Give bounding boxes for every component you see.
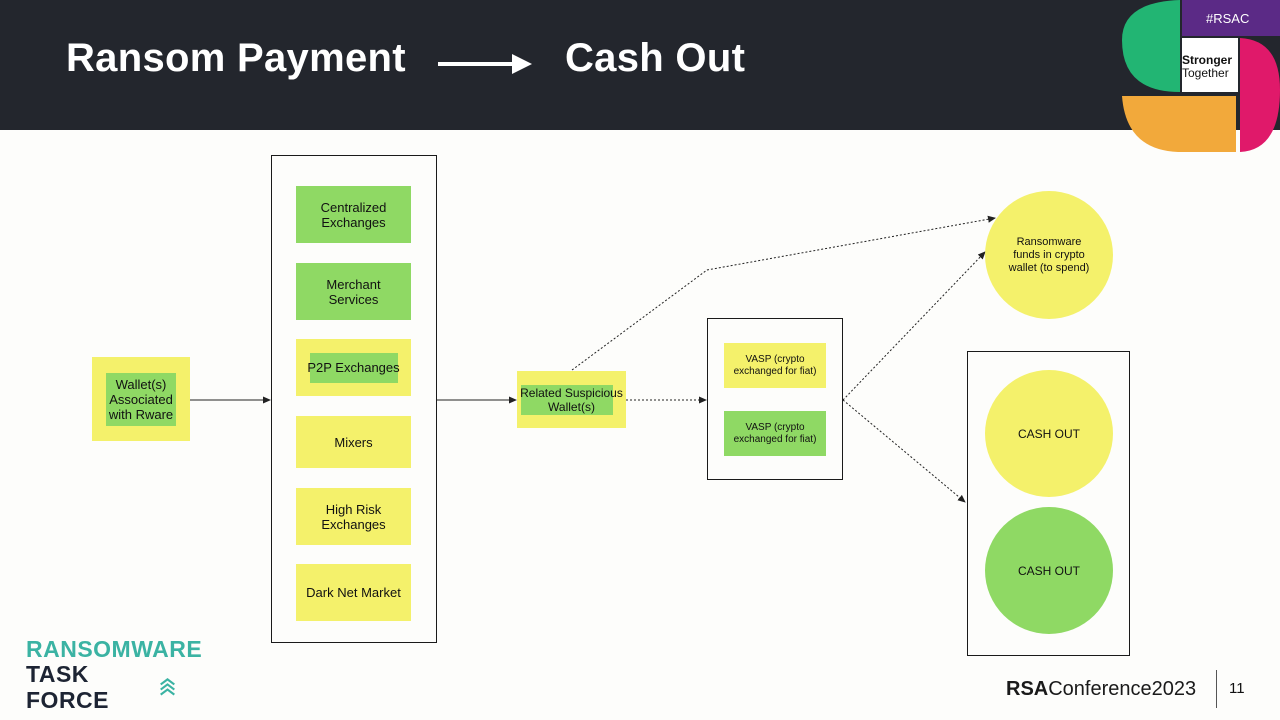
page-number-divider	[1216, 670, 1217, 708]
service-p2p-exchanges: P2P Exchanges	[296, 339, 411, 396]
cash-out-label: CASH OUT	[1017, 426, 1080, 441]
service-label: Mixers	[334, 434, 373, 450]
edge-related-to-funds	[571, 215, 996, 371]
service-label: P2P Exchanges	[307, 360, 400, 375]
brand-hashtag: #RSAC	[1206, 11, 1249, 26]
rsa-conference-logo: RSAConference2023	[1006, 678, 1196, 701]
service-high-risk-exchanges: High Risk Exchanges	[296, 488, 411, 545]
service-label: Centralized Exchanges	[320, 199, 387, 230]
slide-title-right: Cash Out	[565, 36, 746, 80]
p2p-highlight	[310, 353, 398, 383]
cash-out-label: CASH OUT	[1017, 563, 1080, 578]
ransomware-funds-label: Ransomware funds in crypto wallet (to sp…	[1008, 235, 1090, 274]
cashout-frame	[967, 351, 1130, 656]
vasp-node-2: VASP (crypto exchanged for fiat)	[724, 411, 826, 456]
services-frame	[271, 155, 437, 643]
vasp-label: VASP (crypto exchanged for fiat)	[733, 353, 817, 377]
edge-vasp-to-cashout	[842, 399, 966, 503]
brand-orange-shape	[1122, 96, 1236, 152]
ransomware-funds-node: Ransomware funds in crypto wallet (to sp…	[985, 191, 1113, 319]
brand-pink-shape	[1240, 38, 1280, 152]
service-dark-net-market: Dark Net Market	[296, 564, 411, 621]
rsa-logo-year: 2023	[1151, 678, 1197, 700]
edge-vasp-to-funds	[842, 251, 986, 401]
vasp-node-1: VASP (crypto exchanged for fiat)	[724, 343, 826, 388]
title-arrow-icon	[438, 54, 532, 74]
source-wallet-node: Wallet(s) Associated with Rware	[92, 357, 190, 441]
source-wallet-highlight	[106, 373, 176, 426]
cash-out-node-2: CASH OUT	[985, 507, 1113, 634]
page-number: 11	[1229, 680, 1245, 697]
rsa-logo-bold: RSA	[1006, 678, 1049, 700]
rtf-chevron-icon	[160, 678, 175, 696]
service-label: Merchant Services	[326, 276, 381, 307]
ransomware-task-force-logo: RANSOMWARE TASK FORCE	[26, 636, 203, 713]
cash-out-node-1: CASH OUT	[985, 370, 1113, 497]
rtf-logo-line1: RANSOMWARE	[26, 636, 203, 662]
related-wallet-label: Related Suspicious Wallet(s)	[520, 385, 623, 414]
rsac-brand-mark: #RSAC Stronger Together	[1122, 0, 1280, 152]
related-wallet-node: Related Suspicious Wallet(s)	[517, 371, 626, 428]
brand-tagline-2: Together	[1182, 66, 1229, 80]
service-label: Dark Net Market	[306, 585, 401, 600]
service-label: High Risk Exchanges	[321, 501, 386, 532]
vasp-frame	[707, 318, 843, 480]
vasp-label: VASP (crypto exchanged for fiat)	[733, 421, 817, 445]
source-wallet-label: Wallet(s) Associated with Rware	[108, 376, 174, 422]
rsa-logo-conference: Conference	[1048, 678, 1152, 700]
brand-purple-tile	[1182, 0, 1280, 36]
slide-title-left: Ransom Payment	[66, 36, 406, 80]
brand-tagline-1: Stronger	[1182, 53, 1232, 67]
header-bar	[0, 0, 1280, 130]
service-mixers: Mixers	[296, 416, 411, 468]
service-centralized-exchanges: Centralized Exchanges	[296, 186, 411, 243]
service-merchant-services: Merchant Services	[296, 263, 411, 320]
rtf-logo-line2: TASK FORCE	[26, 661, 109, 713]
related-wallet-highlight	[521, 385, 613, 415]
